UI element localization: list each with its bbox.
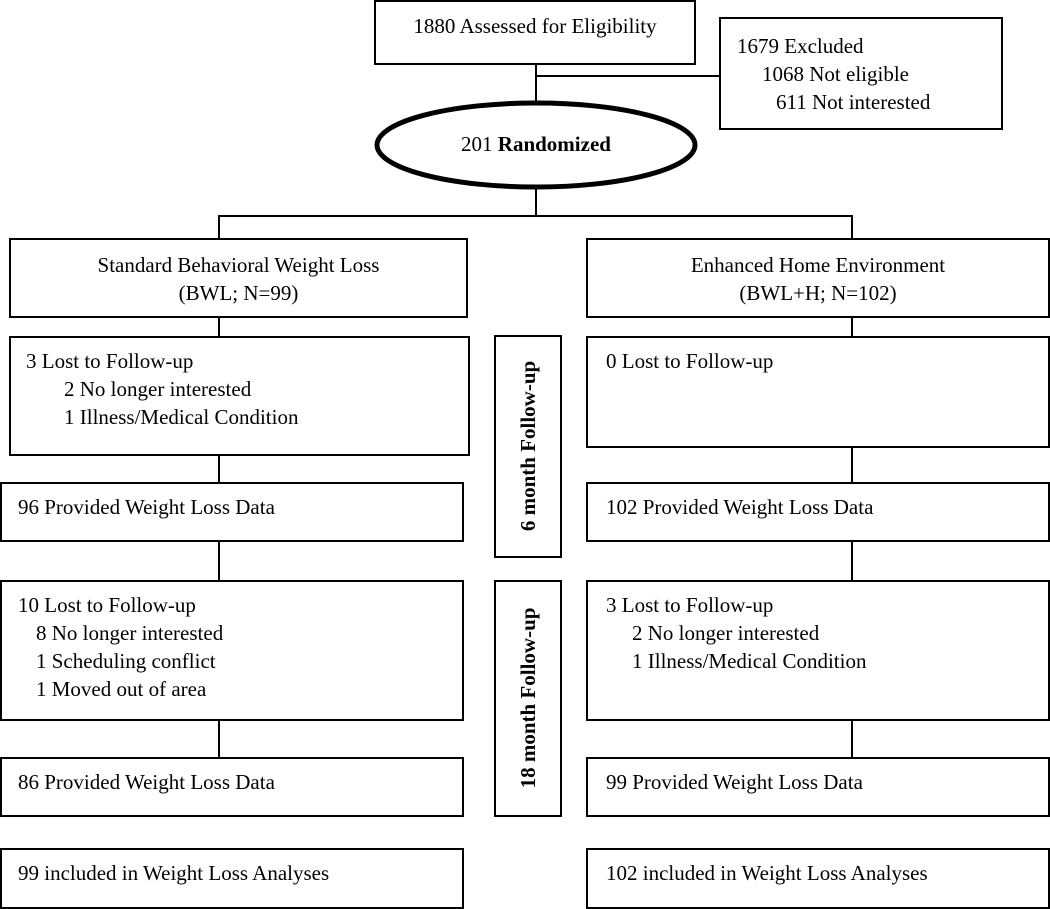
enhanced-analysis-box: 102 included in Weight Loss Analyses: [586, 848, 1050, 909]
enhanced-arm-box: Enhanced Home Environment (BWL+H; N=102): [586, 238, 1050, 318]
standard-arm-name: Standard Behavioral Weight Loss: [97, 253, 380, 277]
standard-18m-reason-1: 8 No longer interested: [36, 621, 224, 645]
standard-6m-reason-2: 1 Illness/Medical Condition: [64, 405, 299, 429]
enhanced-analysis: 102 included in Weight Loss Analyses: [606, 861, 928, 885]
connector-branch-left: [218, 215, 220, 240]
randomized-ellipse: [374, 100, 698, 190]
randomized-label: 201 Randomized: [377, 130, 695, 158]
standard-18m-provided-box: 86 Provided Weight Loss Data: [0, 757, 464, 817]
randomized-word: Randomized: [497, 132, 611, 156]
enhanced-18m-reason-2: 1 Illness/Medical Condition: [632, 649, 867, 673]
enhanced-18m-lost-box: 3 Lost to Follow-up 2 No longer interest…: [586, 580, 1050, 721]
standard-analysis-box: 99 included in Weight Loss Analyses: [0, 848, 464, 909]
connector-right-4: [851, 720, 853, 758]
standard-18m-reason-3: 1 Moved out of area: [36, 677, 207, 701]
enhanced-18m-reason-1: 2 No longer interested: [632, 621, 820, 645]
standard-6m-lost-box: 3 Lost to Follow-up 2 No longer interest…: [9, 336, 470, 456]
connector-left-2: [218, 455, 220, 483]
standard-18m-reason-2: 1 Scheduling conflict: [36, 649, 216, 673]
standard-6m-provided: 96 Provided Weight Loss Data: [18, 495, 275, 519]
standard-18m-lost-box: 10 Lost to Follow-up 8 No longer interes…: [0, 580, 464, 721]
six-month-followup-label: 6 month Follow-up: [516, 360, 540, 532]
standard-analysis: 99 included in Weight Loss Analyses: [18, 861, 330, 885]
standard-arm-detail: (BWL; N=99): [178, 281, 299, 305]
enhanced-6m-lost: 0 Lost to Follow-up: [606, 349, 774, 373]
connector-right-1: [851, 317, 853, 338]
eighteen-month-followup-box: [494, 580, 562, 817]
standard-18m-provided: 86 Provided Weight Loss Data: [18, 770, 275, 794]
enhanced-6m-lost-box: 0 Lost to Follow-up: [586, 336, 1050, 448]
enhanced-18m-provided-box: 99 Provided Weight Loss Data: [586, 757, 1050, 817]
connector-branch-horizontal: [218, 215, 853, 217]
enhanced-6m-provided: 102 Provided Weight Loss Data: [606, 495, 874, 519]
connector-right-3: [851, 541, 853, 581]
connector-assessed-down: [535, 65, 537, 122]
excluded-not-interested: 611 Not interested: [776, 90, 931, 114]
connector-branch-right: [851, 215, 853, 240]
standard-6m-reason-1: 2 No longer interested: [64, 377, 252, 401]
standard-18m-lost: 10 Lost to Follow-up: [18, 593, 196, 617]
excluded-box: 1679 Excluded 1068 Not eligible 611 Not …: [719, 17, 1003, 130]
excluded-not-eligible: 1068 Not eligible: [762, 62, 909, 86]
connector-randomized-down: [535, 188, 537, 216]
standard-6m-lost: 3 Lost to Follow-up: [26, 349, 194, 373]
connector-left-3: [218, 541, 220, 581]
enhanced-arm-detail: (BWL+H; N=102): [739, 281, 897, 305]
excluded-title: 1679 Excluded: [737, 34, 864, 58]
six-month-followup-box: [494, 335, 562, 558]
connector-right-2: [851, 447, 853, 483]
connector-left-4: [218, 720, 220, 758]
enhanced-arm-name: Enhanced Home Environment: [690, 253, 946, 277]
assessed-text: 1880 Assessed for Eligibility: [413, 14, 657, 38]
enhanced-18m-provided: 99 Provided Weight Loss Data: [606, 770, 863, 794]
connector-to-excluded: [535, 75, 720, 77]
connector-left-1: [218, 317, 220, 338]
standard-6m-provided-box: 96 Provided Weight Loss Data: [0, 482, 464, 542]
assessed-box: 1880 Assessed for Eligibility: [374, 0, 696, 65]
enhanced-18m-lost: 3 Lost to Follow-up: [606, 593, 774, 617]
standard-arm-box: Standard Behavioral Weight Loss (BWL; N=…: [9, 238, 468, 318]
enhanced-6m-provided-box: 102 Provided Weight Loss Data: [586, 482, 1050, 542]
eighteen-month-followup-label: 18 month Follow-up: [516, 607, 540, 789]
randomized-count: 201: [461, 132, 493, 156]
